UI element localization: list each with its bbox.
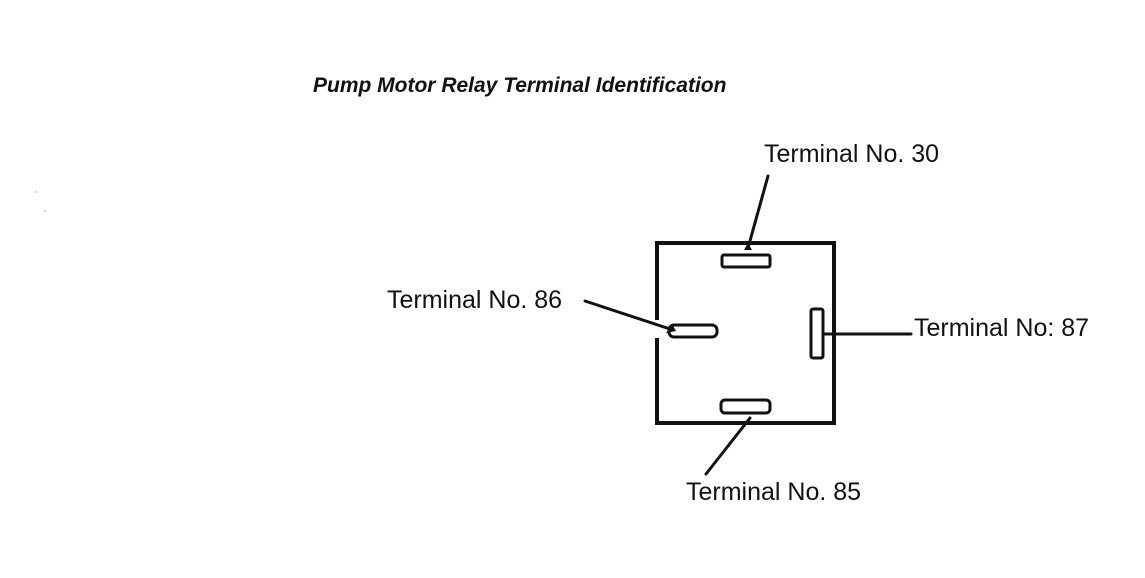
- scan-speck: [44, 210, 46, 212]
- leader-line-86: [583, 299, 672, 331]
- terminal-30-label: Terminal No. 30: [764, 140, 940, 168]
- leader-line-85: [704, 416, 752, 476]
- terminal-87-blade: [809, 307, 825, 360]
- leader-line-30: [746, 174, 770, 250]
- terminal-85-label: Terminal No. 85: [686, 478, 862, 506]
- terminal-30-blade: [720, 253, 772, 269]
- arrowhead-30: [744, 243, 752, 250]
- terminal-86-blade: [667, 323, 719, 339]
- terminal-85-blade: [719, 398, 772, 415]
- terminal-87-label: Terminal No: 87: [914, 314, 1090, 342]
- diagram-title: Pump Motor Relay Terminal Identification: [313, 74, 727, 97]
- scan-speck: [35, 191, 37, 193]
- arrowhead-86: [666, 324, 676, 333]
- terminal-86-label: Terminal No. 86: [387, 286, 563, 314]
